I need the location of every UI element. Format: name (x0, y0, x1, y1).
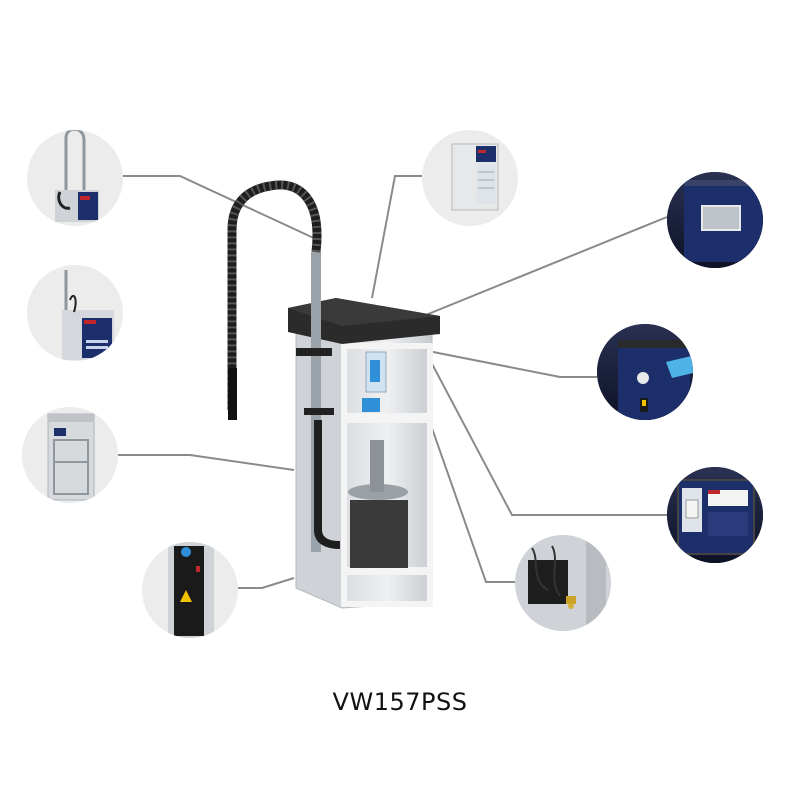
leader-line-3 (118, 454, 295, 471)
card-reader-thumbnail (597, 324, 693, 420)
vacuum-station (227, 180, 440, 609)
control-box-thumbnail (422, 130, 518, 226)
control-module (362, 398, 380, 412)
leader-line-7 (427, 350, 597, 378)
leader-line-9 (407, 359, 515, 583)
display-screen-thumbnail (667, 172, 763, 268)
coin-door-thumbnail (142, 542, 238, 638)
model-caption: VW157PSS (332, 688, 468, 716)
cabinet-frame (341, 343, 433, 607)
leader-lines (118, 175, 668, 589)
collection-tank (350, 500, 408, 568)
leader-line-1 (122, 175, 319, 241)
vacuum-side-view-thumbnail (27, 265, 123, 361)
payment-terminal-thumbnail (667, 467, 763, 563)
hose-tube (311, 252, 321, 552)
leader-line-8 (429, 359, 667, 516)
lock-mechanism-thumbnail (515, 535, 611, 631)
leader-line-4 (238, 577, 295, 589)
leader-line-5 (371, 175, 422, 299)
vacuum-with-hose-thumbnail (27, 130, 123, 226)
stainless-cabinet-thumbnail (22, 407, 118, 503)
